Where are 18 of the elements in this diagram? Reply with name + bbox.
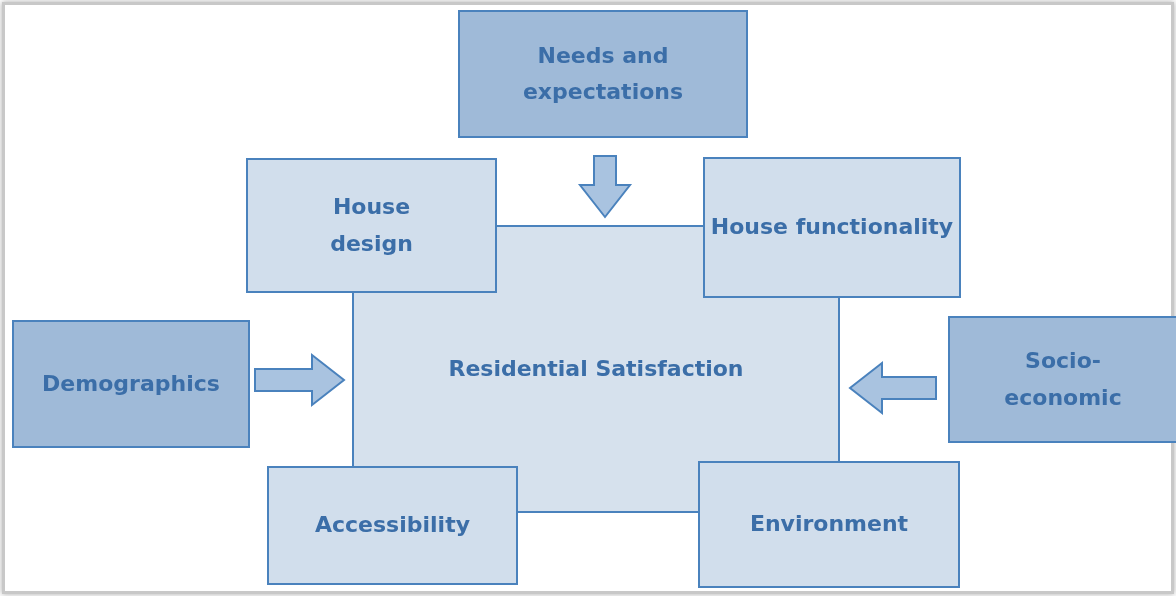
node-label: Socio-economic	[1004, 347, 1122, 412]
node-label: House design	[329, 193, 414, 258]
factor-box	[948, 316, 1176, 443]
factor-box	[12, 320, 250, 448]
block-arrow	[848, 360, 937, 416]
factor-box	[267, 466, 518, 585]
node-label: Demographics	[42, 369, 220, 398]
block-arrow	[577, 155, 633, 219]
node-label: Environment	[749, 510, 909, 539]
block-arrow	[254, 352, 346, 408]
node-label: House functionality	[710, 213, 954, 242]
factor-box	[703, 157, 961, 298]
factor-box	[698, 461, 960, 588]
node-label: Accessibility	[315, 511, 470, 540]
factor-box	[246, 158, 497, 293]
factor-box	[458, 10, 748, 138]
node-label: Residential Satisfaction	[448, 354, 744, 383]
node-label: Needs and expectations	[521, 41, 685, 106]
